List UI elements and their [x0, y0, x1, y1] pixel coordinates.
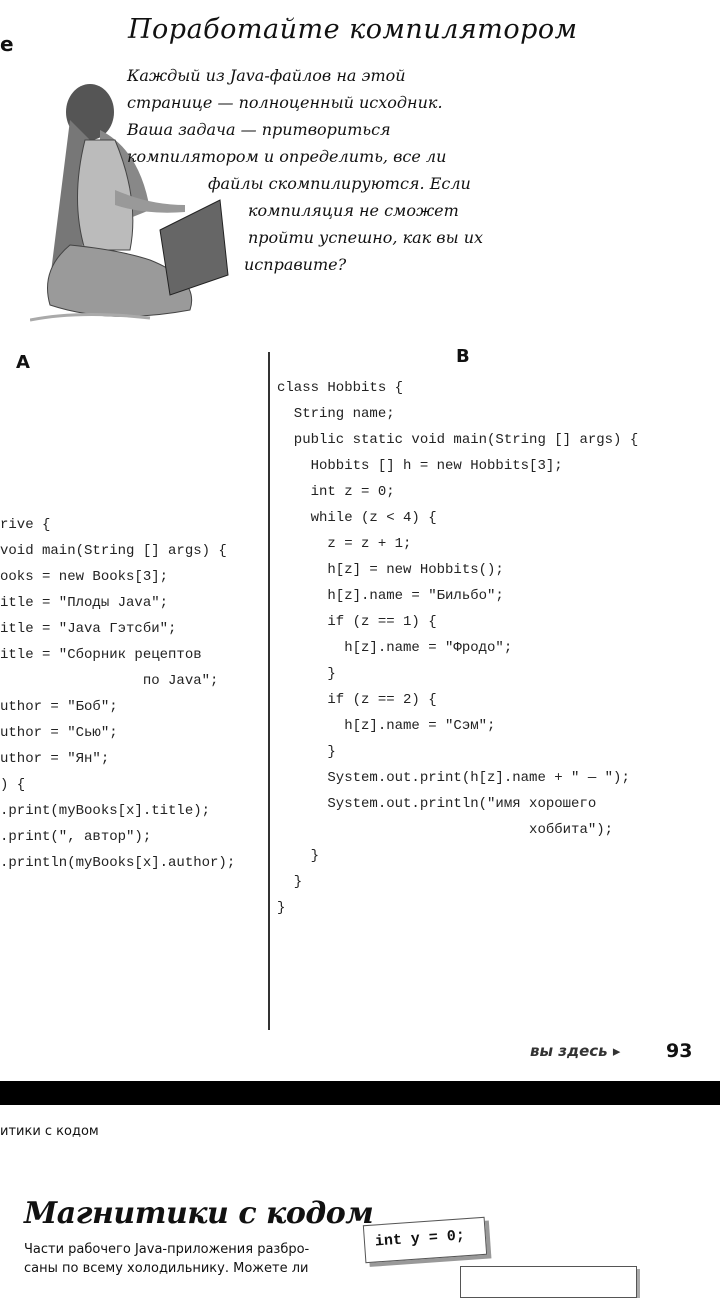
code-line: if (z == 1) {: [277, 614, 437, 630]
code-block-a: rive { void main(String [] args) { ooks …: [0, 512, 235, 876]
code-line: System.out.println("имя хорошего: [277, 796, 597, 812]
code-line: }: [277, 848, 320, 864]
code-line: public static void main(String [] args) …: [277, 432, 639, 448]
intro-line-1: Каждый из Java-файлов на этой: [127, 66, 406, 85]
code-line: uthor = "Ян";: [0, 751, 110, 767]
code-line: h[z].name = "Фродо";: [277, 640, 513, 656]
intro-line-8: исправите?: [244, 255, 347, 274]
column-b-label: B: [456, 346, 470, 367]
code-line: class Hobbits {: [277, 380, 404, 396]
page-number: 93: [666, 1040, 693, 1062]
you-are-here-label: вы здесь ▸: [530, 1042, 621, 1060]
code-line: String name;: [277, 406, 395, 422]
code-block-b: class Hobbits { String name; public stat…: [277, 375, 638, 921]
code-line: h[z] = new Hobbits();: [277, 562, 504, 578]
column-divider: [268, 352, 270, 1030]
code-line: }: [277, 744, 336, 760]
paragraph-line-2: саны по всему холодильнику. Можете ли: [24, 1261, 309, 1276]
code-line: void main(String [] args) {: [0, 543, 227, 559]
section-heading: Магнитики с кодом: [24, 1196, 374, 1231]
intro-line-5: файлы скомпилируются. Если: [208, 174, 471, 193]
code-line: while (z < 4) {: [277, 510, 437, 526]
code-line: uthor = "Боб";: [0, 699, 118, 715]
intro-line-2: странице — полноценный исходник.: [127, 93, 443, 112]
code-line: .println(myBooks[x].author);: [0, 855, 236, 871]
code-line: ) {: [0, 777, 26, 793]
code-line: }: [277, 666, 336, 682]
intro-line-3: Ваша задача — притвориться: [127, 120, 391, 139]
code-line: z = z + 1;: [277, 536, 412, 552]
code-line: хоббита");: [277, 822, 614, 838]
code-line: по Java";: [0, 673, 219, 689]
page-title: Поработайте компилятором: [128, 14, 578, 45]
code-line: System.out.print(h[z].name + " — ");: [277, 770, 630, 786]
code-line: int z = 0;: [277, 484, 395, 500]
running-head: итики с кодом: [0, 1124, 99, 1139]
code-line: Hobbits [] h = new Hobbits[3];: [277, 458, 563, 474]
intro-line-7: пройти успешно, как вы их: [248, 228, 484, 247]
margin-stub-letter: e: [0, 32, 14, 56]
paragraph-line-1: Части рабочего Java-приложения разбро-: [24, 1242, 310, 1257]
code-line: ooks = new Books[3];: [0, 569, 169, 585]
code-magnet-text: int y = 0;: [374, 1227, 466, 1251]
code-magnet-partial[interactable]: [460, 1266, 637, 1298]
page-separator: [0, 1081, 720, 1105]
code-line: .print(myBooks[x].title);: [0, 803, 211, 819]
code-line: uthor = "Сью";: [0, 725, 118, 741]
code-magnet[interactable]: int y = 0;: [362, 1216, 488, 1264]
section-paragraph: Части рабочего Java-приложения разбро- с…: [24, 1240, 309, 1278]
code-line: itle = "Сборник рецептов: [0, 647, 202, 663]
code-line: rive {: [0, 517, 51, 533]
code-line: }: [277, 900, 286, 916]
code-line: if (z == 2) {: [277, 692, 437, 708]
code-line: .print(", автор");: [0, 829, 152, 845]
intro-line-6: компиляция не сможет: [248, 201, 459, 220]
code-line: itle = "Java Гэтсби";: [0, 621, 177, 637]
code-line: itle = "Плоды Java";: [0, 595, 169, 611]
code-line: h[z].name = "Сэм";: [277, 718, 496, 734]
column-a-label: A: [16, 352, 30, 373]
code-line: }: [277, 874, 303, 890]
meditating-person-illustration: [30, 84, 229, 322]
code-line: h[z].name = "Бильбо";: [277, 588, 504, 604]
intro-line-4: компилятором и определить, все ли: [127, 147, 447, 166]
